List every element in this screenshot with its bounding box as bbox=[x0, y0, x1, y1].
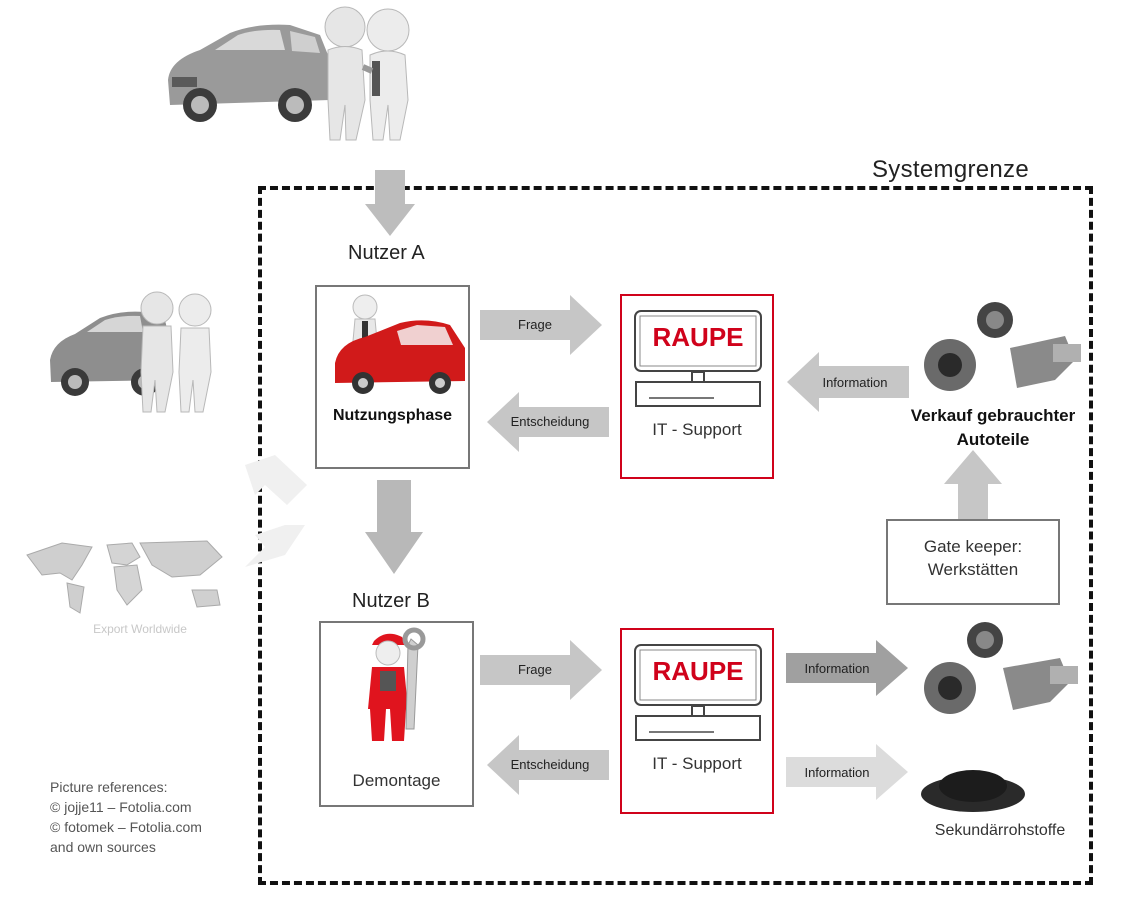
entscheidung-b-label: Entscheidung bbox=[510, 757, 590, 772]
monitor-icon bbox=[634, 310, 762, 407]
entscheidung-a-label: Entscheidung bbox=[510, 414, 590, 429]
world-map-icon bbox=[26, 540, 223, 614]
raupe-a-caption: IT - Support bbox=[652, 420, 742, 439]
mechanic-icon bbox=[368, 627, 426, 741]
demontage-label: Demontage bbox=[352, 771, 441, 790]
nutzungsphase-box: Nutzungsphase bbox=[315, 285, 470, 469]
auto-parts-icon bbox=[924, 302, 1081, 391]
raupe-a-box: RAUPE IT - Support bbox=[620, 294, 774, 479]
arrow-entscheidung-b bbox=[487, 735, 609, 795]
arrow-information-market bbox=[787, 352, 909, 412]
system-boundary-label: Systemgrenze bbox=[872, 156, 1029, 183]
car-icon bbox=[168, 24, 330, 122]
arrow-information-secondary bbox=[786, 744, 908, 800]
nutzer-a-label: Nutzer A bbox=[348, 242, 425, 264]
person-icon bbox=[140, 291, 174, 413]
arrow-down-entry bbox=[365, 170, 415, 236]
market-title-line2: Autoteile bbox=[956, 430, 1030, 449]
person-icon bbox=[366, 8, 410, 141]
references-line3: © fotomek – Fotolia.com bbox=[50, 819, 202, 835]
monitor-icon bbox=[634, 644, 762, 741]
arrow-information-parts bbox=[786, 640, 908, 696]
market-title: Verkauf gebrauchter Autoteile bbox=[895, 404, 1091, 452]
raw-material-pile-icon bbox=[921, 770, 1025, 812]
frage-b-label: Frage bbox=[518, 662, 552, 677]
car-icon bbox=[50, 311, 170, 396]
nutzer-b-label: Nutzer B bbox=[352, 590, 430, 612]
frage-a-label: Frage bbox=[518, 317, 552, 332]
references-line1: Picture references: bbox=[50, 779, 168, 795]
raupe-b-box: RAUPE IT - Support bbox=[620, 628, 774, 814]
car-handshake-side-illustration bbox=[50, 291, 212, 413]
demontage-box: Demontage bbox=[319, 621, 474, 807]
picture-references: Picture references: © jojje11 – Fotolia.… bbox=[50, 777, 202, 857]
auto-parts-icon bbox=[924, 622, 1078, 714]
raupe-b-caption: IT - Support bbox=[652, 754, 742, 773]
car-handshake-top-illustration bbox=[168, 6, 410, 141]
arrow-entscheidung-a bbox=[487, 392, 609, 452]
information-parts-label: Information bbox=[804, 661, 870, 676]
information-market-label: Information bbox=[822, 375, 888, 390]
market-title-line1: Verkauf gebrauchter bbox=[910, 406, 1076, 425]
faint-export-arrows bbox=[245, 455, 307, 567]
raupe-b-logo: RAUPE bbox=[652, 656, 744, 686]
nutzungsphase-label: Nutzungsphase bbox=[332, 407, 453, 424]
gatekeeper-line2: Werkstätten bbox=[927, 560, 1019, 579]
secondary-material-label: Sekundärrohstoffe bbox=[934, 822, 1066, 839]
person-icon bbox=[324, 6, 366, 141]
person-icon bbox=[178, 293, 212, 413]
references-line2: © jojje11 – Fotolia.com bbox=[50, 799, 192, 815]
arrow-frage-a bbox=[480, 295, 602, 355]
arrow-frage-b bbox=[480, 640, 602, 700]
arrow-down-a-to-b bbox=[365, 480, 423, 574]
red-car-person-icon bbox=[335, 294, 465, 394]
information-secondary-label: Information bbox=[804, 765, 870, 780]
raupe-a-logo: RAUPE bbox=[652, 322, 744, 352]
gatekeeper-box: Gate keeper: Werkstätten bbox=[886, 519, 1060, 605]
export-worldwide-label: Export Worldwide bbox=[93, 622, 187, 636]
gatekeeper-line1: Gate keeper: bbox=[923, 537, 1023, 556]
arrow-up-gatekeeper bbox=[944, 450, 1002, 520]
references-line4: and own sources bbox=[50, 839, 156, 855]
